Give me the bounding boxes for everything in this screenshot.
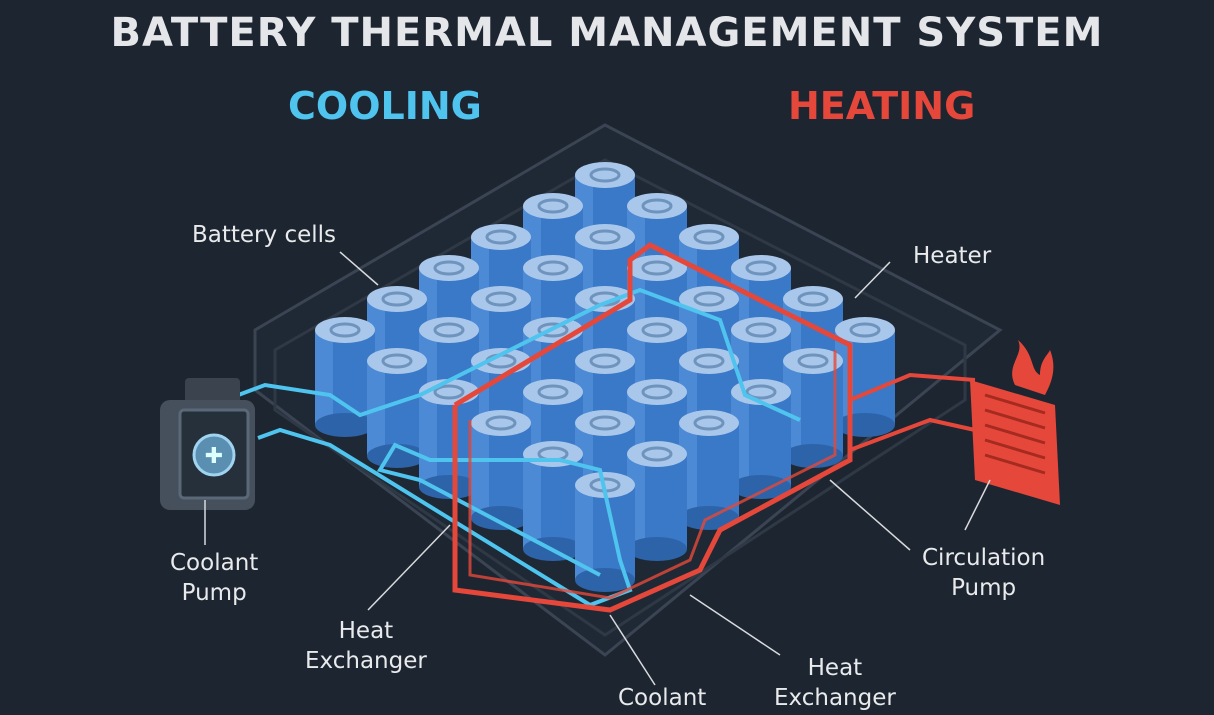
- heating-heading: HEATING: [788, 84, 976, 128]
- label-circulation-pump: Circulation Pump: [922, 543, 1045, 603]
- heating-pipe-top: [849, 372, 976, 402]
- battery-cell: [679, 410, 739, 530]
- battery-cell: [731, 379, 791, 499]
- label-line: Pump: [951, 575, 1017, 601]
- cooling-heading: COOLING: [288, 84, 482, 128]
- battery-cell: [783, 348, 843, 468]
- label-line: Circulation: [922, 545, 1046, 571]
- battery-cell: [367, 348, 427, 468]
- label-line: Pump: [181, 580, 247, 606]
- heating-pipe-bottom: [849, 417, 976, 452]
- page-title: BATTERY THERMAL MANAGEMENT SYSTEM: [110, 10, 1104, 56]
- coolant-pump-icon: ✚: [160, 378, 255, 510]
- label-line: Exchanger: [305, 648, 427, 674]
- label-heat-exchanger-right: Heat Exchanger: [774, 653, 896, 713]
- label-coolant-pump: Coolant Pump: [170, 548, 258, 608]
- battery-cell: [471, 410, 531, 530]
- cooling-pipe-bottom: [257, 427, 633, 608]
- label-line: Coolant: [170, 550, 259, 576]
- leader-lines: [204, 251, 991, 686]
- svg-text:✚: ✚: [205, 444, 223, 469]
- label-heater: Heater: [913, 243, 992, 269]
- cooling-pipe-top: [224, 287, 801, 422]
- label-coolant: Coolant: [618, 685, 707, 711]
- battery-cell: [315, 317, 375, 437]
- label-battery-cells: Battery cells: [192, 222, 336, 248]
- battery-cell: [627, 441, 687, 561]
- label-line: Heat: [338, 618, 394, 644]
- label-line: Heat: [807, 655, 863, 681]
- battery-cells: [315, 162, 895, 592]
- label-line: Exchanger: [774, 685, 896, 711]
- pipes: [224, 242, 976, 613]
- battery-cell: [835, 317, 895, 437]
- heater-icon: [970, 340, 1060, 505]
- label-heat-exchanger-left: Heat Exchanger: [305, 616, 427, 676]
- heating-loop: [452, 242, 853, 613]
